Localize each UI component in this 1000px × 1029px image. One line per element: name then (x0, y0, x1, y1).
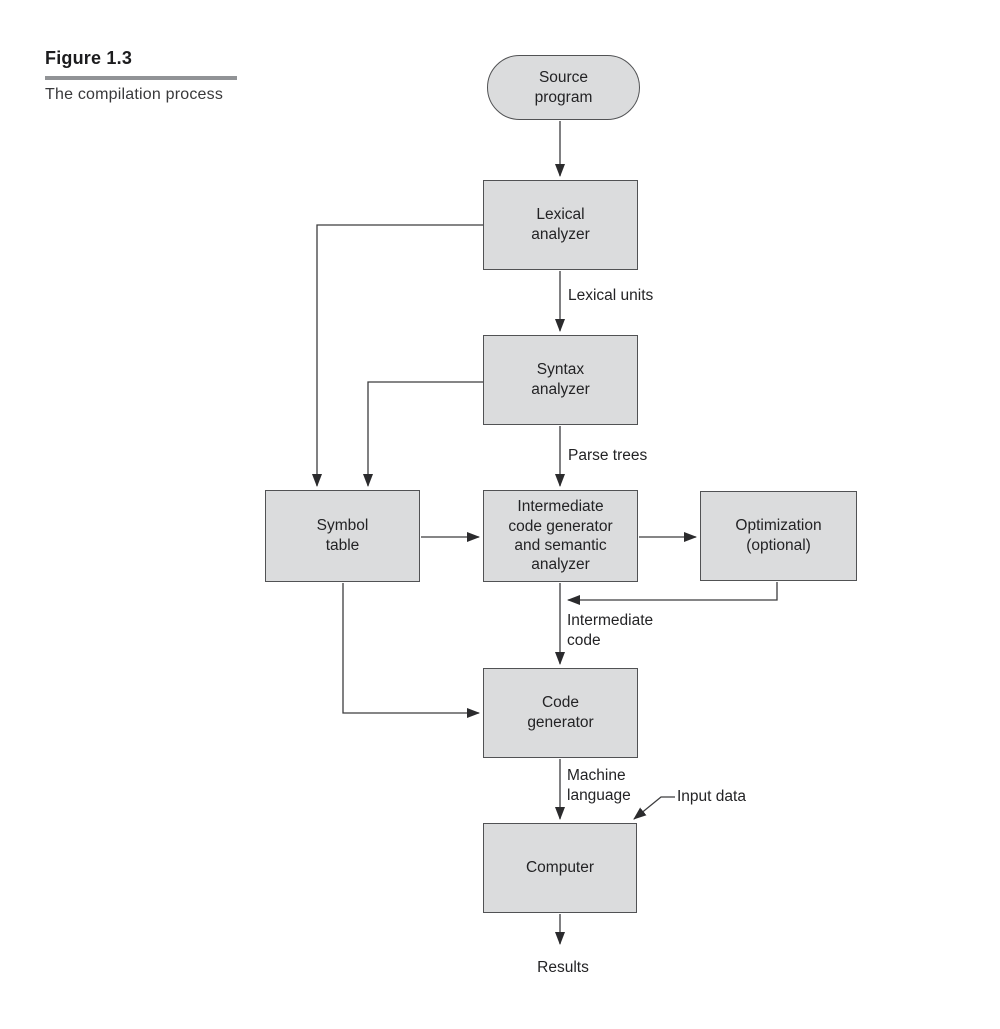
edge-syntax-to-symbol (363, 381, 483, 487)
node-syntax-analyzer-label: Syntax analyzer (531, 361, 590, 398)
node-code-generator-label: Code generator (527, 694, 594, 731)
edge-label-intermediate-code: Intermediate code (567, 612, 654, 650)
node-lexical-analyzer-label: Lexical analyzer (531, 206, 590, 243)
node-syntax-analyzer: Syntax analyzer (483, 335, 638, 425)
node-lexical-analyzer: Lexical analyzer (483, 180, 638, 270)
edge-label-parse-trees: Parse trees (568, 447, 648, 464)
edge-label-results: Results (537, 959, 589, 976)
node-intermediate-code-generator: Intermediate code generator and semantic… (483, 490, 638, 582)
figure-caption: The compilation process (45, 86, 224, 103)
node-optimization: Optimization (optional) (700, 491, 857, 581)
node-optimization-label: Optimization (optional) (735, 517, 822, 554)
node-code-generator: Code generator (483, 668, 638, 758)
edge-label-input-data: Input data (677, 788, 746, 805)
node-computer-label: Computer (525, 859, 595, 877)
edge-input-data-pointer (633, 796, 675, 820)
figure-head: Figure 1.3 The compilation process (45, 48, 237, 104)
edge-symbol-to-codegen (342, 583, 480, 718)
edge-label-lexical-units: Lexical units (568, 287, 654, 304)
node-intermediate-code-generator-label: Intermediate code generator and semantic… (508, 498, 613, 574)
node-symbol-table: Symbol table (265, 490, 420, 582)
edge-optimization-feedback (567, 582, 778, 605)
edge-lexical-to-symbol (312, 224, 483, 487)
figure-rule (45, 76, 237, 80)
node-computer: Computer (483, 823, 637, 913)
node-source-program: Source program (487, 55, 640, 120)
figure-label: Figure 1.3 (45, 48, 133, 68)
node-source-program-label: Source program (534, 68, 593, 106)
node-symbol-table-label: Symbol table (316, 517, 369, 554)
edge-label-machine-language: Machine language (567, 767, 631, 805)
